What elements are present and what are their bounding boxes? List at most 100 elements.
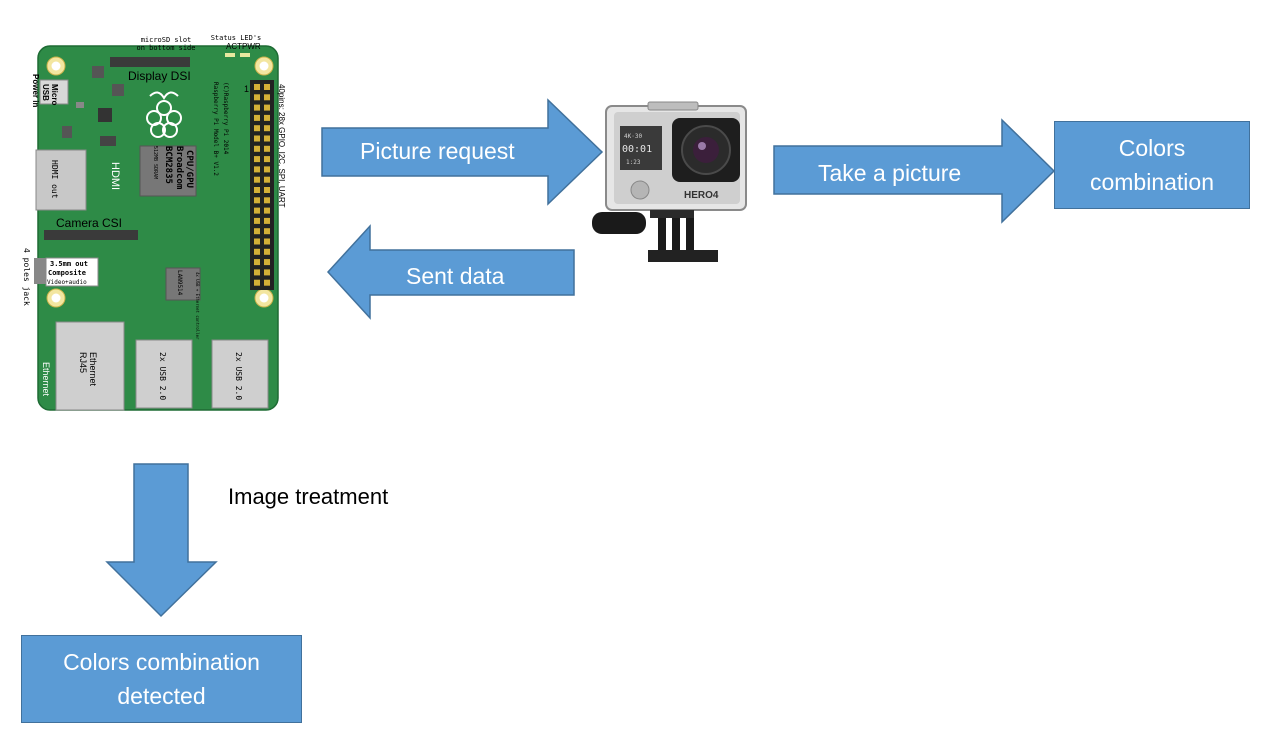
soc-label-4: 512MB SDRAM [152,146,158,179]
gpio-pin [264,197,270,204]
gpio-pin [264,217,270,224]
mount-prong [672,218,680,254]
mount-foot [648,250,718,262]
usb-controller-label: 4x USB + Ethernet controller [195,272,200,340]
gpio-pin [254,156,260,163]
shutter-button-icon [630,180,650,200]
component [62,126,72,138]
copyright-label: (C)Raspberry Pi 2014 [222,82,229,155]
ethernet-port [55,321,125,411]
display-label: Display DSI [128,69,191,83]
raspberry-pi-board: microSD slot on bottom side Status LED's… [22,34,286,411]
gpio-pin [264,187,270,193]
gpio-pin [254,94,260,101]
take-picture-label: Take a picture [818,160,962,186]
gpio-pin [254,197,260,204]
pin1-label: 1 [244,84,249,94]
take-picture-arrow [773,118,1056,224]
gpio-pin [254,125,260,132]
component [100,136,116,146]
image-treatment-label: Image treatment [228,484,389,509]
model-label: Raspberry Pi Model B+ V1.2 [212,82,219,176]
component [92,66,104,78]
usb-port-1 [135,339,193,409]
detected-line1: Colors combination [63,649,260,675]
gpio-pin [254,114,260,121]
audio-label-2: Composite [48,269,86,277]
gpio-pin [264,125,270,132]
soc-label-2: Broadcom [174,146,184,190]
gpio-pin [254,145,260,152]
audio-jack-label: 4 poles jack [22,248,31,306]
usb-port-2-label: 2x USB 2.0 [234,352,243,400]
gpio-pin [264,114,270,121]
gpio-pin [264,228,270,235]
pcb [37,45,279,411]
gpio-pin [264,135,270,142]
display-connector [110,57,190,67]
microsd-label-2: on bottom side [136,44,195,52]
power-in-label: Power in [31,74,40,107]
act-led [225,53,235,57]
gpio-pin [254,207,260,214]
mount-thumbscrew [592,212,646,234]
camera-connector [44,230,138,240]
sent-data-arrow [326,224,575,320]
camera-brand-label: HERO4 [684,190,719,201]
mount-prong [686,218,694,254]
lan-chip [165,267,201,301]
microsd-label: microSD slot [141,36,192,44]
audio-label-3: Video+audio [47,279,87,286]
gpio-pin [254,269,260,276]
gpio-pin [264,248,270,255]
audio-label-1: 3.5mm out [50,260,88,268]
gpio-pin [264,238,270,245]
screen-main-text: 00:01 [622,144,652,155]
gpio-pin [254,217,260,224]
audio-jack [34,258,46,284]
component [98,108,112,122]
mounting-holes [46,56,274,308]
camera-csi-label: Camera CSI [56,216,122,230]
gpio-pin [254,279,260,286]
power-micro-label: Micro [50,84,59,105]
audio-label-box [45,257,99,287]
lens-reflection [698,142,706,150]
mount-base [650,210,694,218]
gopro-camera: 4K·30 00:01 1:23 HERO4 [592,101,747,262]
hdmi-out-label: HDMI out [50,160,59,199]
gpio-pin [254,135,260,142]
sent-data-label: Sent data [406,263,505,289]
power-usb-label: USB [41,84,50,101]
ethernet-port-label-2: RJ45 [78,352,88,373]
gpio-pin [254,176,260,183]
top-clip [647,101,699,111]
colors-combination-box: Colors combination [1054,121,1250,209]
gpio-pin [254,187,260,193]
gpio-pin [254,104,260,111]
colors-combination-detected-box: Colors combination detected [21,635,302,723]
pwr-led [240,53,250,57]
gpio-pin [264,269,270,276]
gpio-pin [264,279,270,286]
gpio-pin [264,259,270,266]
gpio-pin [254,259,260,266]
detected-line2: detected [117,683,206,709]
soc-label-3: BCM2835 [163,146,173,184]
colors-combination-line1: Colors [1118,135,1186,161]
screen-top-text: 4K·30 [624,133,642,140]
hdmi-port [35,149,87,211]
ethernet-port-label-1: Ethernet [88,352,98,387]
component [76,102,84,108]
gpio-pin [254,166,260,173]
gpio-pin [264,166,270,173]
gpio-pin [264,156,270,163]
image-treatment-arrow [105,463,218,618]
lens-glass [693,137,719,163]
raspberry-logo-icon [146,91,182,138]
hdmi-label: HDMI [109,162,121,190]
camera-screen [620,126,662,170]
pwr-label: PWR [242,42,261,51]
gpio-pin [264,84,270,90]
usb-port-2 [211,339,269,409]
